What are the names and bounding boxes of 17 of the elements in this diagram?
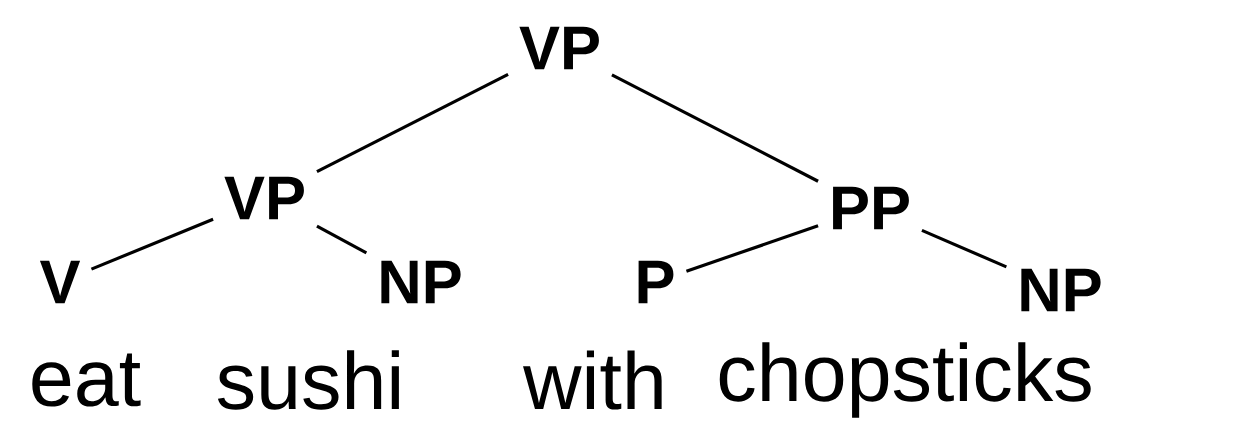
tree-node-label: V: [39, 260, 81, 304]
word-label: with: [523, 350, 662, 410]
tree-node-label: VP: [224, 176, 304, 220]
tree-branch: [685, 224, 819, 273]
tree-branch: [316, 224, 368, 255]
tree-node-label: NP: [381, 260, 461, 304]
tree-node-label: NP: [1021, 268, 1101, 312]
tree-branch: [611, 73, 819, 183]
word-label: sushi: [217, 350, 399, 410]
tree-branch: [921, 228, 1007, 269]
word-label: eat: [32, 353, 141, 407]
tree-branch: [316, 72, 509, 174]
tree-node-label: VP: [519, 26, 599, 70]
word-label: chopsticks: [719, 342, 1091, 418]
tree-node-label: PP: [833, 186, 909, 230]
tree-node-label: P: [638, 260, 674, 304]
tree-branch: [90, 217, 214, 271]
